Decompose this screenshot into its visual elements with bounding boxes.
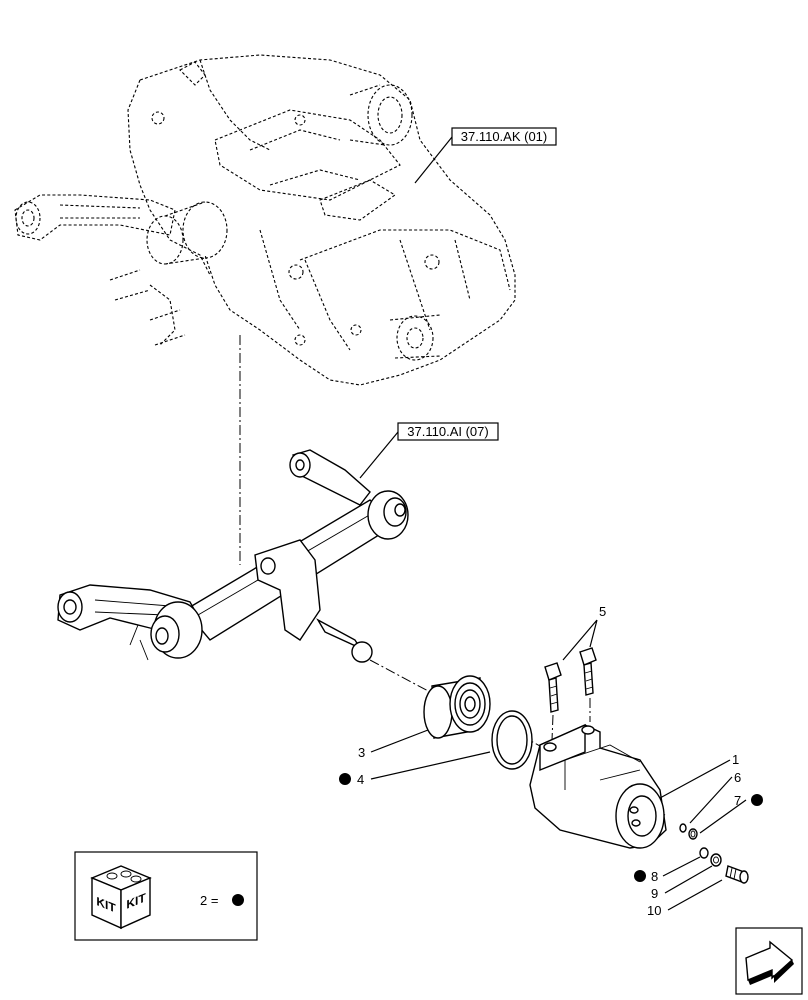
kit-marker-dot-8 (634, 870, 646, 882)
lift-cylinder-part-1 (529, 723, 667, 849)
plug-screw-part-10 (725, 865, 749, 884)
callout-8: 8 (651, 869, 658, 884)
kit-marker-dot (232, 894, 244, 906)
callout-leaders (370, 619, 747, 911)
callout-4: 4 (357, 772, 364, 787)
callout-3: 3 (358, 745, 365, 760)
bolt-part-5-left (544, 662, 562, 713)
kit-legend-text: 2 = (200, 893, 218, 908)
callout-1: 1 (732, 752, 739, 767)
callout-5: 5 (599, 604, 606, 619)
rear-axle-housing-phantom (14, 54, 516, 386)
callout-6: 6 (734, 770, 741, 785)
kit-icon: KIT KIT (90, 865, 152, 930)
o-ring-part-6 (679, 823, 687, 833)
bolt-axis-lines (551, 698, 591, 741)
bolt-part-5-right (579, 647, 597, 696)
washer-part-7 (688, 828, 698, 840)
svg-text:37.110.AI (07): 37.110.AI (07) (407, 424, 488, 439)
washer-part-9 (710, 853, 722, 867)
callout-9: 9 (651, 886, 658, 901)
callout-10: 10 (647, 903, 661, 918)
piston-part-3 (423, 675, 491, 739)
next-page-arrow-icon[interactable] (735, 927, 803, 995)
reference-tag-ak[interactable]: 37.110.AK (01) (414, 127, 557, 184)
lift-shaft-assembly (57, 449, 409, 663)
o-ring-part-8 (699, 847, 709, 859)
kit-marker-dot-4 (339, 773, 351, 785)
callout-7: 7 (734, 793, 741, 808)
kit-legend-box: KIT KIT 2 = (74, 851, 258, 941)
reference-tag-ai[interactable]: 37.110.AI (07) (359, 422, 499, 479)
seal-ring-part-4 (491, 710, 533, 770)
svg-text:37.110.AK (01): 37.110.AK (01) (461, 129, 547, 144)
kit-marker-dot-7 (751, 794, 763, 806)
